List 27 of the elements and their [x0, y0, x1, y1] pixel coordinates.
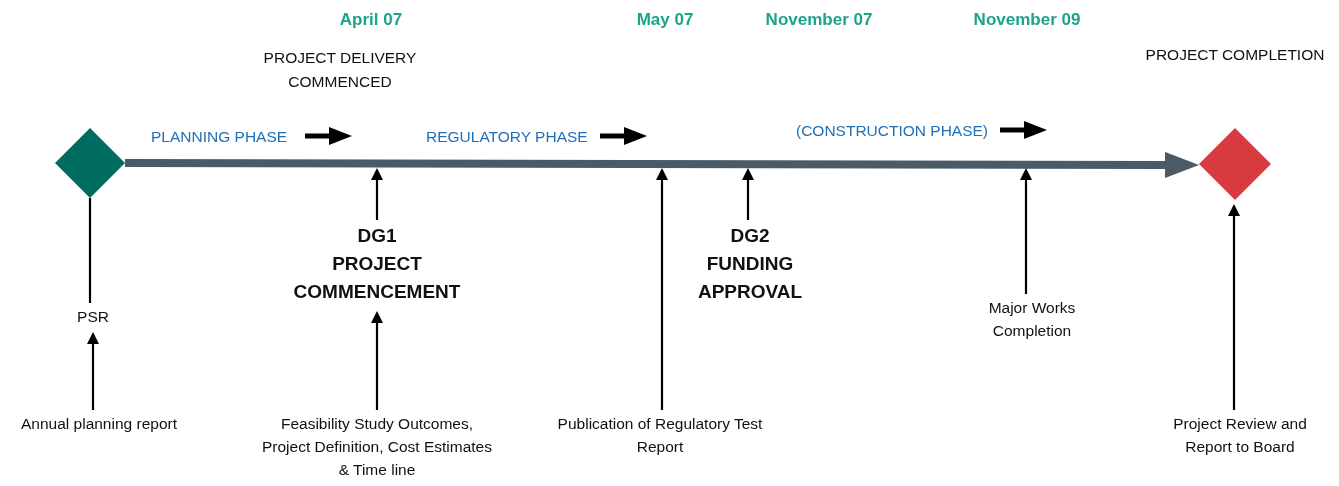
- date-label: April 07: [338, 9, 404, 31]
- milestone-text: PSR: [77, 307, 109, 327]
- milestone-note: PROJECT DELIVERY COMMENCED: [262, 48, 418, 92]
- arrow: [87, 332, 99, 410]
- arrow: [656, 168, 668, 410]
- arrow: [371, 311, 383, 410]
- phase-label: REGULATORY PHASE: [426, 127, 588, 147]
- date-label: November 09: [972, 9, 1082, 31]
- phase-label: (CONSTRUCTION PHASE): [796, 121, 989, 141]
- arrow: [371, 168, 383, 220]
- milestone-text: Publication of Regulatory Test Report: [556, 414, 764, 457]
- milestone-text: Feasibility Study Outcomes, Project Definition, Cost Estimates & Time line: [261, 414, 493, 480]
- arrow: [742, 168, 754, 220]
- date-label: May 07: [635, 9, 695, 31]
- gate-title: FUNDING APPROVAL: [696, 252, 804, 304]
- arrow: [1228, 204, 1240, 410]
- gate-title: PROJECT COMMENCEMENT: [292, 252, 462, 304]
- arrow: [1020, 168, 1032, 294]
- date-label: November 07: [764, 9, 874, 31]
- gate-code: DG1: [357, 224, 397, 248]
- phase-label: PLANNING PHASE: [151, 127, 288, 147]
- gate-code: DG2: [730, 224, 770, 248]
- timeline-arrow: [125, 151, 1199, 178]
- milestone-text: Annual planning report: [21, 414, 177, 434]
- milestone-heading: PROJECT COMPLETION: [1145, 45, 1325, 65]
- milestone-text: Project Review and Report to Board: [1172, 414, 1308, 457]
- milestone-text: Major Works Completion: [987, 298, 1077, 341]
